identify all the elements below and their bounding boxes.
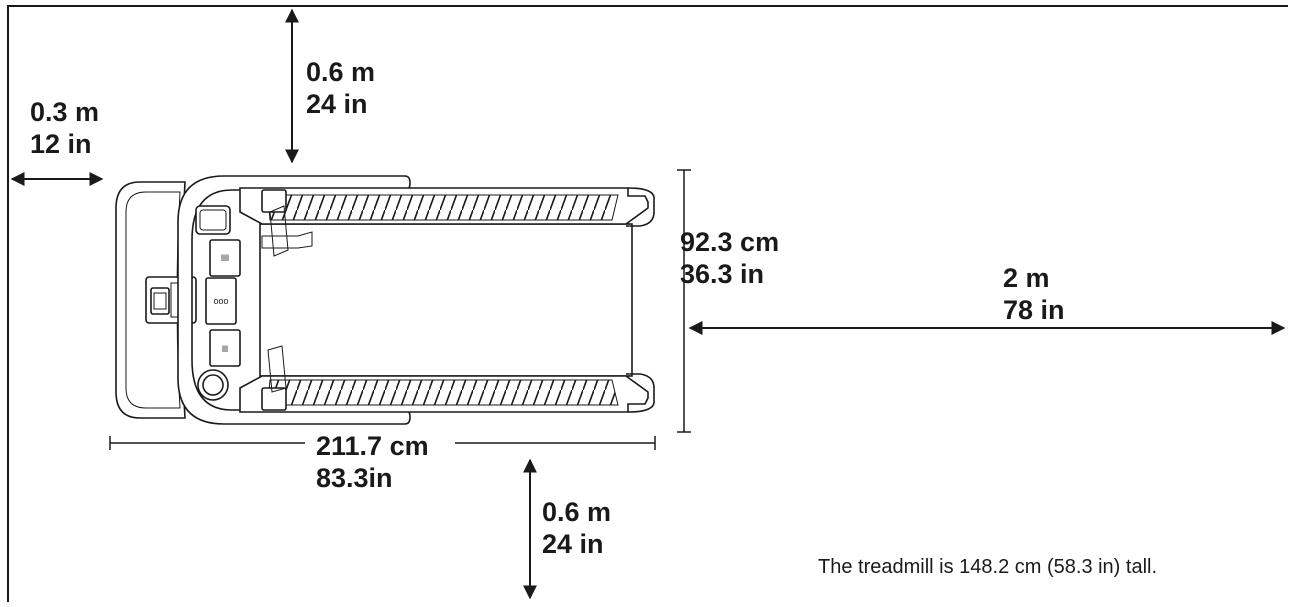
svg-text:ooo: ooo xyxy=(213,296,228,306)
svg-text:llll: llll xyxy=(221,253,229,263)
length-dimension-label: 211.7 cm 83.3in xyxy=(316,430,429,494)
bottom-clearance-metric: 0.6 m xyxy=(542,497,612,527)
rear-clearance-metric: 2 m xyxy=(1003,263,1050,293)
left-clearance-imperial: 12 in xyxy=(30,129,92,159)
top-clearance-label: 0.6 m 24 in xyxy=(306,56,375,120)
left-clearance-label: 0.3 m 12 in xyxy=(30,96,99,160)
width-imperial: 36.3 in xyxy=(680,259,765,289)
svg-text:lll: lll xyxy=(222,344,228,354)
rear-clearance-imperial: 78 in xyxy=(1003,295,1065,325)
top-clearance-metric: 0.6 m xyxy=(306,57,376,87)
width-dimension-line xyxy=(677,169,691,433)
length-dimension-line xyxy=(109,436,656,450)
height-note: The treadmill is 148.2 cm (58.3 in) tall… xyxy=(818,556,1158,578)
treadmill-top-view: llll ooo lll xyxy=(115,175,655,425)
room-wall-outline xyxy=(7,5,1288,602)
bottom-clearance-imperial: 24 in xyxy=(542,529,604,559)
width-dimension-label: 92.3 cm 36.3 in xyxy=(680,226,779,290)
bottom-clearance-label: 0.6 m 24 in xyxy=(542,496,611,560)
width-metric: 92.3 cm xyxy=(680,227,780,257)
length-metric: 211.7 cm xyxy=(316,431,429,461)
left-clearance-metric: 0.3 m xyxy=(30,97,100,127)
top-clearance-imperial: 24 in xyxy=(306,89,368,119)
rear-clearance-label: 2 m 78 in xyxy=(1003,262,1065,326)
length-imperial: 83.3in xyxy=(316,463,393,493)
